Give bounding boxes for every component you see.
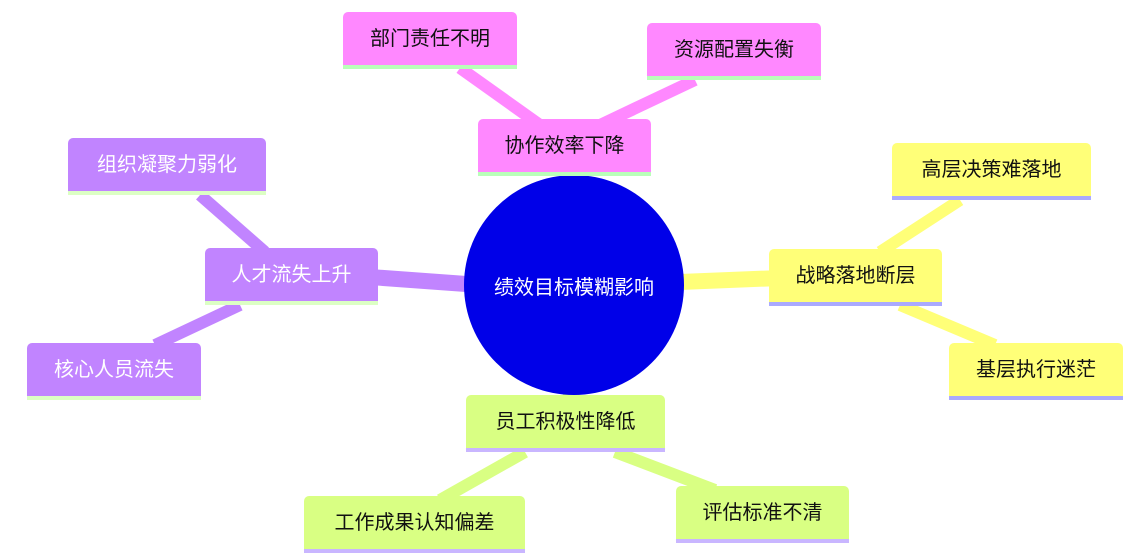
edge-morale-perception xyxy=(437,446,528,506)
leaf-core-staff-loss[interactable]: 核心人员流失 xyxy=(27,343,201,400)
leaf-result-perception[interactable]: 工作成果认知偏差 xyxy=(304,496,525,553)
leaf-base-execution[interactable]: 基层执行迷茫 xyxy=(949,343,1123,400)
root-node[interactable]: 绩效目标模糊影响 xyxy=(464,175,684,395)
branch-strategy-gap[interactable]: 战略落地断层 xyxy=(769,249,942,306)
edge-talent-cohesion xyxy=(196,190,269,257)
edge-talent-core xyxy=(152,299,243,351)
leaf-top-decision[interactable]: 高层决策难落地 xyxy=(892,143,1091,200)
leaf-resource-allocation[interactable]: 资源配置失衡 xyxy=(647,23,821,80)
edge-collab-resource xyxy=(597,74,698,131)
edge-root-talent xyxy=(369,269,481,293)
edge-root-strategy xyxy=(679,270,781,290)
branch-collaboration-efficiency[interactable]: 协作效率下降 xyxy=(478,119,651,176)
edge-collab-dept xyxy=(456,63,544,130)
leaf-cohesion-weakening[interactable]: 组织凝聚力弱化 xyxy=(68,138,266,195)
leaf-department-responsibility[interactable]: 部门责任不明 xyxy=(343,12,517,69)
edge-strategy-base xyxy=(897,299,998,351)
branch-talent-loss[interactable]: 人才流失上升 xyxy=(205,248,378,305)
branch-employee-morale[interactable]: 员工积极性降低 xyxy=(466,395,665,452)
edge-morale-criteria xyxy=(612,446,718,496)
edge-strategy-top xyxy=(876,194,964,258)
leaf-evaluation-criteria[interactable]: 评估标准不清 xyxy=(676,486,849,543)
